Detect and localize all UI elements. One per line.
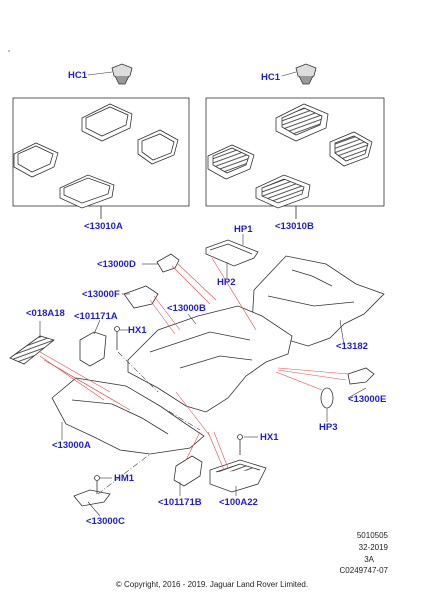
floor-assembly bbox=[9, 239, 385, 507]
label-13000b[interactable]: <13000B bbox=[167, 303, 206, 314]
mats-box-b bbox=[205, 97, 385, 209]
label-13000e[interactable]: <13000E bbox=[348, 394, 387, 405]
label-13000c[interactable]: <13000C bbox=[86, 516, 125, 527]
label-hp2[interactable]: HP2 bbox=[217, 277, 236, 288]
label-hm1[interactable]: HM1 bbox=[114, 473, 135, 484]
label-hx1-top[interactable]: HX1 bbox=[128, 325, 147, 336]
label-13010b[interactable]: <13010B bbox=[275, 221, 314, 232]
red-leaders bbox=[39, 257, 349, 471]
reference-line-1: 5010505 bbox=[356, 531, 388, 540]
label-13010a[interactable]: <13010A bbox=[84, 221, 123, 232]
label-hx1-bottom[interactable]: HX1 bbox=[260, 432, 279, 443]
corner-dot bbox=[8, 50, 10, 52]
label-100a22[interactable]: <100A22 bbox=[219, 497, 258, 508]
label-13000a[interactable]: <13000A bbox=[52, 440, 91, 451]
label-13182[interactable]: <13182 bbox=[336, 341, 368, 352]
label-018a18[interactable]: <018A18 bbox=[26, 308, 65, 319]
label-101171a[interactable]: <101171A bbox=[74, 311, 118, 322]
label-hp1[interactable]: HP1 bbox=[234, 224, 253, 235]
label-13000f[interactable]: <13000F bbox=[82, 289, 120, 300]
dash-lines bbox=[97, 351, 201, 495]
reference-line-2: 32-2019 bbox=[358, 543, 388, 552]
mats-box-a bbox=[12, 97, 190, 209]
clip-hc1-right bbox=[295, 63, 317, 85]
label-13000d[interactable]: <13000D bbox=[97, 259, 136, 270]
reference-line-4: C0249747-07 bbox=[339, 566, 388, 575]
label-101171b[interactable]: <101171B bbox=[158, 497, 202, 508]
label-hc1-right[interactable]: HC1 bbox=[261, 72, 281, 83]
label-hp3[interactable]: HP3 bbox=[319, 422, 338, 433]
clip-hc1-left bbox=[111, 63, 133, 85]
reference-line-3: 3A bbox=[364, 555, 374, 564]
copyright-text: © Copyright, 2016 - 2019. Jaguar Land Ro… bbox=[115, 580, 309, 589]
label-hc1-left[interactable]: HC1 bbox=[68, 70, 88, 81]
label-leaders bbox=[39, 71, 367, 517]
box-leaders bbox=[100, 206, 297, 219]
